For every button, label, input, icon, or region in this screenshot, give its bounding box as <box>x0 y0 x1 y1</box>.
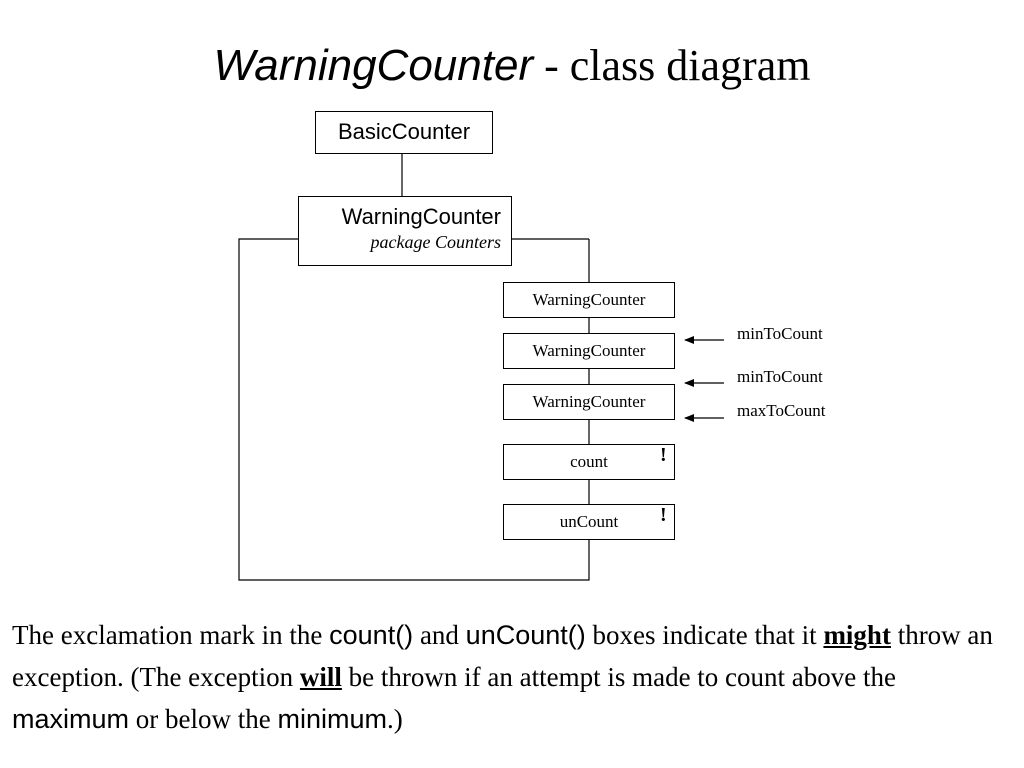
caption-will: will <box>299 662 342 692</box>
caption: The exclamation mark in the count() and … <box>12 614 1016 740</box>
title-separator: - <box>533 41 570 90</box>
caption-text: or below the <box>129 704 278 734</box>
caption-maximum: maximum <box>12 704 130 734</box>
caption-might: might <box>823 620 891 650</box>
caption-text: boxes indicate that it <box>585 620 824 650</box>
parameter-label: minToCount <box>737 367 823 386</box>
class-frame <box>238 238 590 581</box>
method-box-constructor: WarningCounter <box>503 333 675 369</box>
method-box-constructor: WarningCounter <box>503 384 675 420</box>
method-label: count <box>570 452 608 471</box>
caption-text: be thrown if an attempt is made to count… <box>341 662 896 692</box>
method-label: unCount <box>559 512 619 531</box>
parent-class-box: BasicCounter <box>315 111 493 154</box>
package-label: package Counters <box>370 232 501 252</box>
method-label: WarningCounter <box>532 341 646 360</box>
method-box-constructor: WarningCounter <box>503 282 675 318</box>
caption-text: and <box>413 620 466 650</box>
caption-text: throw an exception. (The exception <box>12 620 993 692</box>
method-box-count: count <box>503 444 675 480</box>
parameter-label: minToCount <box>737 324 823 343</box>
exception-mark: ! <box>660 504 667 526</box>
slide-title: WarningCounter - class diagram <box>0 38 1024 94</box>
caption-minimum: minimum <box>277 704 387 734</box>
title-subtitle: class diagram <box>569 41 811 90</box>
caption-text: The exclamation mark in the <box>12 620 330 650</box>
parent-class-name: BasicCounter <box>337 119 471 144</box>
parameter-label: maxToCount <box>737 401 826 420</box>
title-class-name: WarningCounter <box>213 41 534 90</box>
caption-count: count() <box>329 620 414 650</box>
exception-mark: ! <box>660 444 667 466</box>
method-label: WarningCounter <box>532 290 646 309</box>
method-box-uncount: unCount <box>503 504 675 540</box>
method-label: WarningCounter <box>532 392 646 411</box>
class-name: WarningCounter <box>341 204 501 229</box>
class-box: WarningCounter package Counters <box>298 196 512 266</box>
caption-text: .) <box>387 704 403 734</box>
caption-uncount: unCount() <box>465 620 586 650</box>
